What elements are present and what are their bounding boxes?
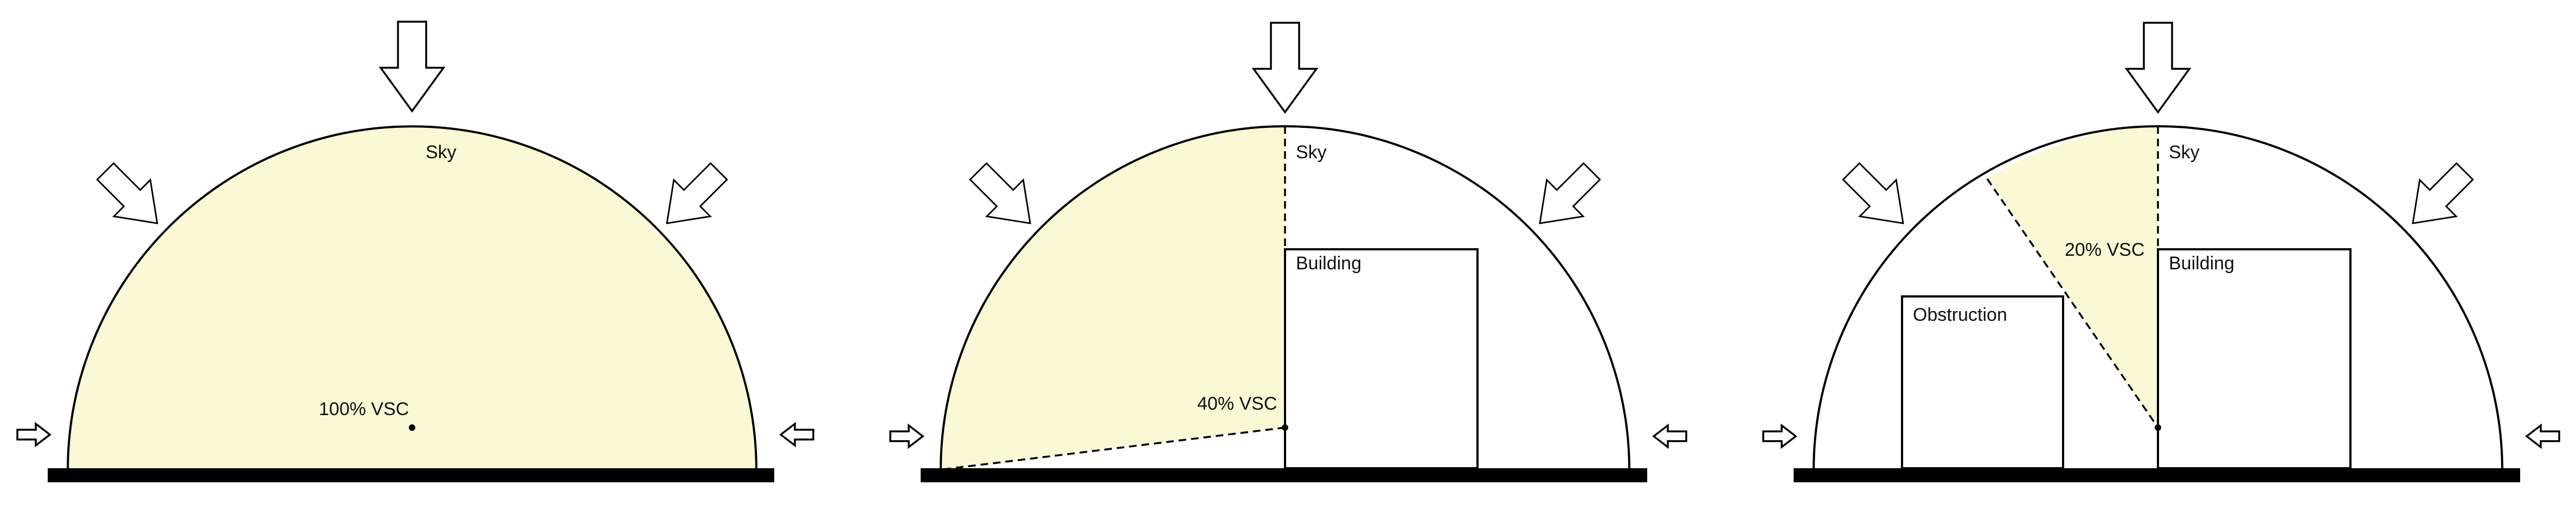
sight-line	[943, 426, 1286, 470]
arrow-down-icon	[2125, 22, 2190, 113]
ground-line	[921, 468, 1647, 482]
sight-line	[1986, 178, 2159, 428]
sky-label: Sky	[426, 142, 457, 163]
sky-label: Sky	[2169, 142, 2200, 163]
arrow-down-icon	[1252, 22, 1318, 113]
ground-line	[1794, 468, 2520, 482]
building-label: Building	[2169, 253, 2234, 274]
arrow-diagonal-icon	[1832, 152, 1923, 243]
arrow-diagonal-icon	[86, 152, 177, 243]
vsc-label: 20% VSC	[2065, 240, 2144, 260]
sky-dome	[66, 125, 758, 471]
panel-2: Sky Building 40% VSC	[889, 22, 1687, 482]
building	[1284, 248, 1479, 469]
ground-line	[48, 468, 774, 482]
arrow-right-icon	[889, 424, 924, 448]
obstruction-label: Obstruction	[1913, 305, 2007, 325]
arrow-diagonal-icon	[647, 152, 738, 243]
arrow-diagonal-icon	[1520, 152, 1611, 243]
arrow-diagonal-icon	[959, 152, 1050, 243]
reference-point	[2155, 424, 2161, 431]
building	[2157, 248, 2352, 469]
panel-1: Sky 100% VSC	[16, 21, 814, 482]
arrow-left-icon	[2526, 424, 2560, 448]
arrow-down-icon	[380, 21, 445, 112]
arrow-left-icon	[1653, 424, 1687, 448]
arrow-right-icon	[1762, 424, 1797, 448]
reference-point	[409, 424, 415, 431]
visible-sky-region	[1987, 126, 2158, 428]
arrow-diagonal-icon	[2393, 152, 2484, 243]
sky-label: Sky	[1296, 142, 1327, 163]
arrow-left-icon	[780, 423, 814, 447]
vsc-label: 100% VSC	[319, 399, 409, 419]
building-label: Building	[1296, 253, 1361, 274]
panel-3: Sky Building Obstruction 20% VSC	[1762, 22, 2560, 482]
vsc-label: 40% VSC	[1197, 393, 1277, 414]
visible-sky-region	[941, 126, 1285, 470]
reference-point	[1282, 424, 1288, 431]
arrow-right-icon	[16, 423, 51, 447]
